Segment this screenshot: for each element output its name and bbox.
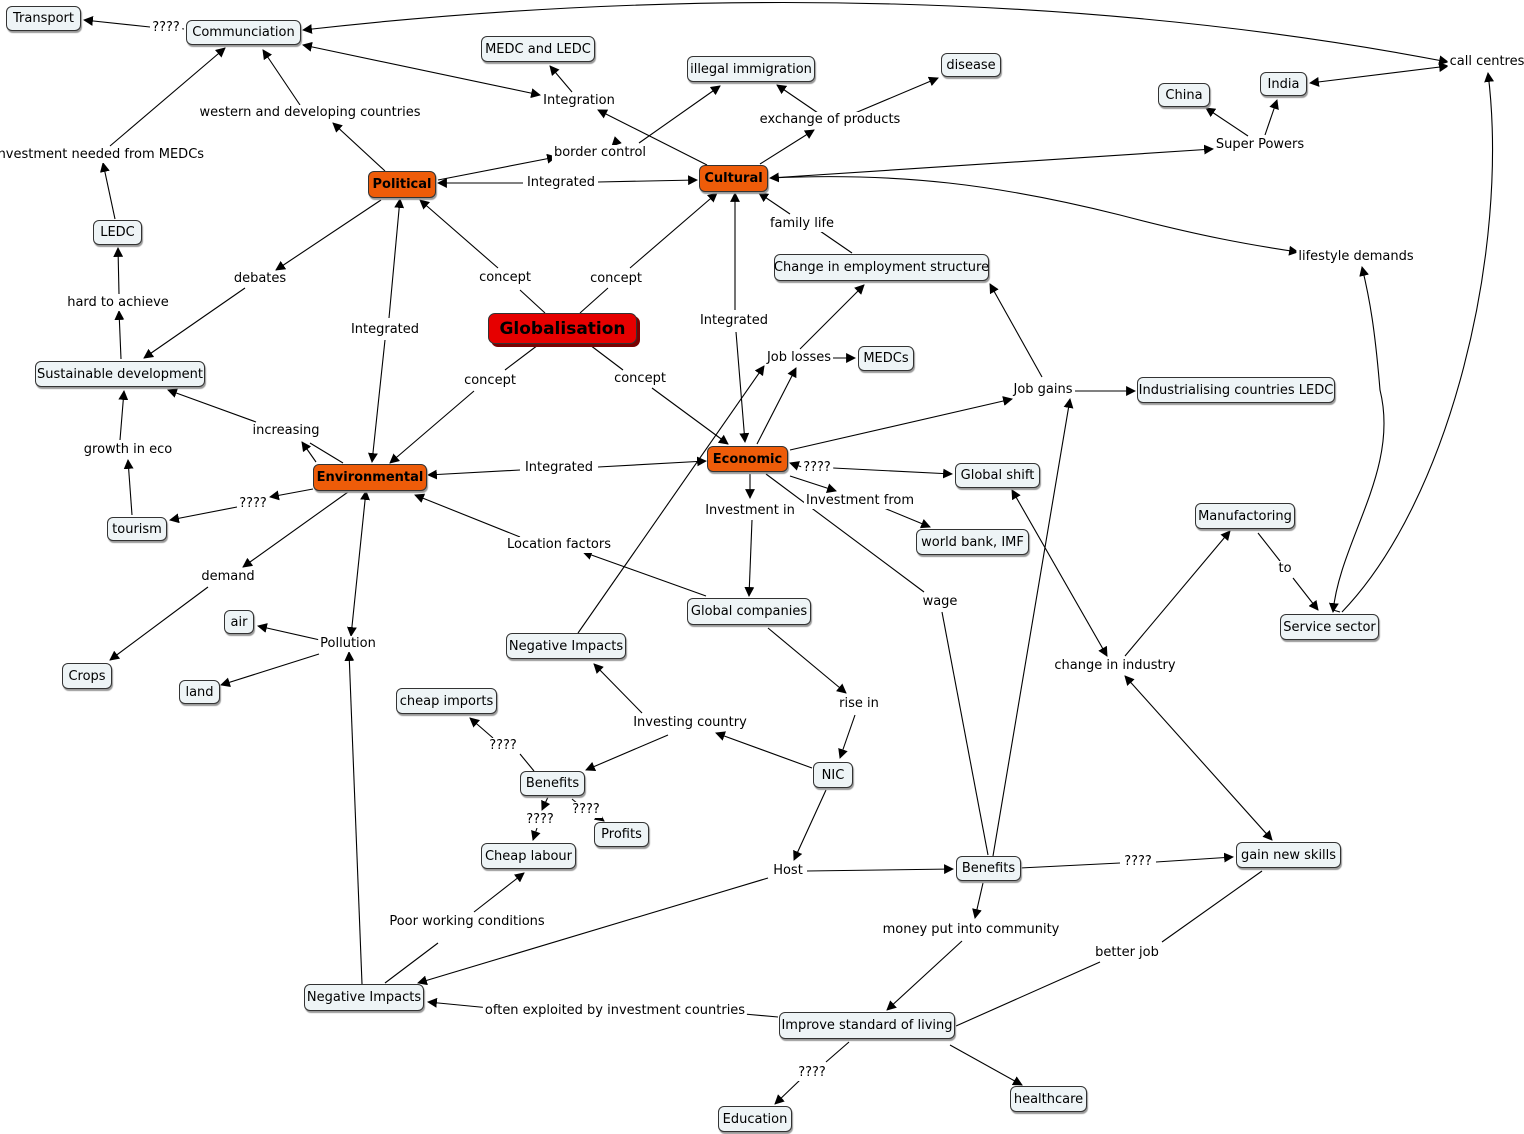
- link-label: money put into community: [880, 922, 1062, 938]
- link-label: Integrated: [524, 175, 598, 191]
- benefits-host-node[interactable]: Benefits: [956, 856, 1021, 881]
- illegal-immigration-node[interactable]: illegal immigration: [687, 56, 815, 82]
- profits-node[interactable]: Profits: [594, 822, 649, 847]
- link-label: Host: [771, 863, 805, 879]
- india-node[interactable]: India: [1260, 72, 1307, 96]
- link-label: concept: [612, 371, 668, 387]
- link-label: ????: [237, 496, 269, 512]
- benefits-node[interactable]: Benefits: [520, 771, 585, 796]
- link-label: concept: [477, 270, 533, 286]
- sustainable-development-node[interactable]: Sustainable development: [35, 361, 205, 387]
- link-label: ????: [570, 802, 602, 818]
- link-label: Integration: [541, 93, 617, 109]
- link-label: Integrated: [522, 460, 596, 476]
- link-label: ????: [150, 20, 182, 36]
- tourism-node[interactable]: tourism: [107, 517, 167, 541]
- link-label: Job losses: [764, 350, 834, 366]
- link-label: hard to achieve: [65, 295, 171, 311]
- communication-node[interactable]: Communciation: [186, 20, 301, 45]
- air-node[interactable]: air: [224, 610, 254, 634]
- change-employment-node[interactable]: Change in employment structure: [774, 254, 989, 281]
- link-label: ????: [524, 812, 556, 828]
- link-label: exchange of products: [757, 112, 903, 128]
- cheap-imports-node[interactable]: cheap imports: [396, 688, 497, 714]
- negative-impacts-host-node[interactable]: Negative Impacts: [304, 984, 424, 1011]
- environmental-node[interactable]: Environmental: [313, 464, 427, 491]
- ledc-node[interactable]: LEDC: [93, 220, 142, 245]
- link-label: rise in: [837, 696, 881, 712]
- link-label: wage: [920, 594, 960, 610]
- link-label: investment needed from MEDCs: [0, 147, 207, 163]
- link-label: Poor working conditions: [387, 914, 547, 930]
- crops-node[interactable]: Crops: [62, 663, 112, 689]
- industrialising-countries-node[interactable]: Industrialising countries LEDC: [1137, 377, 1335, 403]
- link-label: Investment in: [703, 503, 797, 519]
- link-label: better job: [1093, 945, 1161, 961]
- economic-node[interactable]: Economic: [707, 446, 788, 472]
- cultural-node[interactable]: Cultural: [699, 165, 768, 192]
- healthcare-node[interactable]: healthcare: [1010, 1086, 1087, 1112]
- link-label: ????: [801, 460, 833, 476]
- link-label: family life: [767, 216, 837, 232]
- link-label: ????: [796, 1065, 828, 1081]
- globalisation-node[interactable]: Globalisation: [488, 313, 637, 344]
- transport-node[interactable]: Transport: [6, 6, 81, 31]
- link-label: Integrated: [348, 322, 422, 338]
- education-node[interactable]: Education: [718, 1106, 792, 1132]
- global-shift-node[interactable]: Global shift: [955, 463, 1040, 488]
- china-node[interactable]: China: [1158, 83, 1210, 107]
- medc-ledc-node[interactable]: MEDC and LEDC: [481, 36, 595, 62]
- link-label: increasing: [250, 423, 322, 439]
- link-label: Super Powers: [1213, 137, 1307, 153]
- link-label: often exploited by investment countries: [482, 1003, 748, 1019]
- service-sector-node[interactable]: Service sector: [1280, 614, 1379, 640]
- world-bank-node[interactable]: world bank, IMF: [916, 529, 1029, 555]
- global-companies-node[interactable]: Global companies: [687, 598, 811, 625]
- link-label: Investing country: [631, 715, 749, 731]
- link-label: Location factors: [505, 537, 613, 553]
- link-label: demand: [199, 569, 257, 585]
- cheap-labour-node[interactable]: Cheap labour: [481, 843, 576, 869]
- link-label: border control: [551, 145, 649, 161]
- link-label: concept: [588, 271, 644, 287]
- lifestyle-demands-label: lifestyle demands: [1296, 249, 1416, 265]
- link-label: Integrated: [697, 313, 771, 329]
- link-label: change in industry: [1052, 658, 1178, 674]
- link-label: Pollution: [318, 636, 378, 652]
- link-label: growth in eco: [81, 442, 175, 458]
- manufactoring-node[interactable]: Manufactoring: [1195, 503, 1295, 529]
- link-label: to: [1276, 561, 1294, 577]
- medcs-node[interactable]: MEDCs: [858, 346, 914, 371]
- link-label: western and developing countries: [197, 105, 423, 121]
- link-label: Investment from: [803, 493, 917, 509]
- improve-standard-node[interactable]: Improve standard of living: [779, 1012, 955, 1039]
- negative-impacts-node[interactable]: Negative Impacts: [506, 633, 626, 659]
- link-label: concept: [462, 373, 518, 389]
- call-centres-label: call centres: [1447, 54, 1524, 70]
- link-label: ????: [487, 738, 519, 754]
- land-node[interactable]: land: [179, 680, 220, 704]
- link-label: ????: [1122, 854, 1154, 870]
- political-node[interactable]: Political: [368, 171, 436, 198]
- link-label: Job gains: [1011, 382, 1075, 398]
- gain-new-skills-node[interactable]: gain new skills: [1236, 842, 1341, 868]
- nic-node[interactable]: NIC: [813, 762, 853, 788]
- link-label: debates: [231, 271, 289, 287]
- disease-node[interactable]: disease: [941, 53, 1001, 77]
